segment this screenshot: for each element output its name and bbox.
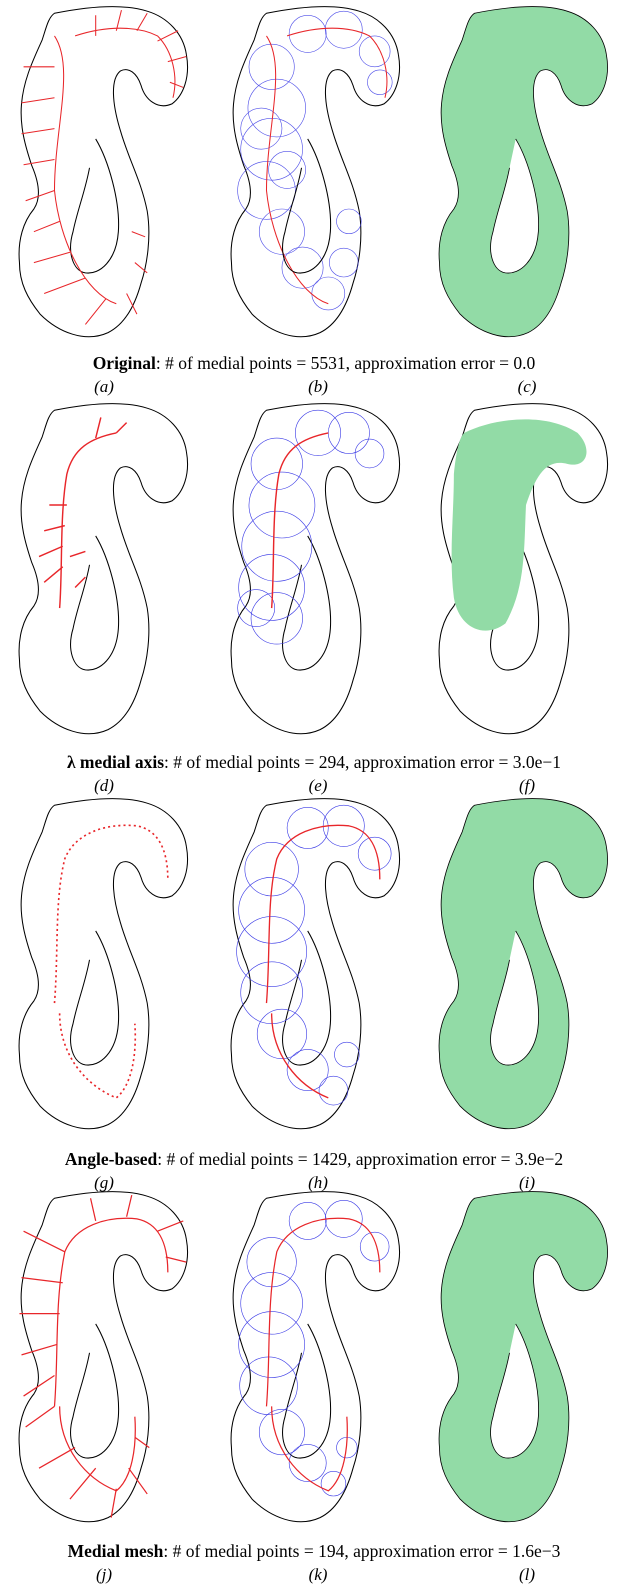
panel-b (220, 5, 416, 345)
sublabel-a: (a) (74, 377, 134, 397)
method-name: Original (93, 353, 156, 373)
method-name: Angle-based (65, 1149, 157, 1169)
panel-i (428, 797, 624, 1137)
seahorse-reconstruction-mesh (428, 1190, 624, 1530)
caption-mesh: Medial mesh: # of medial points = 194, a… (0, 1541, 628, 1562)
panel-j (8, 1190, 204, 1530)
panel-e (220, 402, 416, 742)
panel-h (220, 797, 416, 1137)
caption-text: : # of medial points = 294, approximatio… (164, 752, 561, 772)
sublabel-k: (k) (288, 1565, 348, 1585)
caption-text: : # of medial points = 1429, approximati… (157, 1149, 563, 1169)
sublabel-d: (d) (74, 776, 134, 796)
caption-original: Original: # of medial points = 5531, app… (0, 353, 628, 374)
method-name: λ medial axis (67, 752, 164, 772)
seahorse-reconstruction-lambda (428, 402, 624, 742)
seahorse-disks-original (220, 5, 416, 345)
panel-k (220, 1190, 416, 1530)
seahorse-disks-angle (220, 797, 416, 1137)
sublabel-c: (c) (497, 377, 557, 397)
seahorse-reconstruction-original (428, 5, 624, 345)
panel-c (428, 5, 624, 345)
sublabel-b: (b) (288, 377, 348, 397)
caption-text: : # of medial points = 194, approximatio… (163, 1541, 560, 1561)
sublabel-e: (e) (288, 776, 348, 796)
sublabel-f: (f) (497, 776, 557, 796)
sublabel-j: (j) (74, 1565, 134, 1585)
seahorse-medial-axis-angle (8, 797, 204, 1137)
seahorse-reconstruction-angle (428, 797, 624, 1137)
panel-f (428, 402, 624, 742)
panel-d (8, 402, 204, 742)
seahorse-disks-mesh (220, 1190, 416, 1530)
sublabel-l: (l) (497, 1565, 557, 1585)
panel-l (428, 1190, 624, 1530)
seahorse-disks-lambda (220, 402, 416, 742)
panel-g (8, 797, 204, 1137)
caption-angle: Angle-based: # of medial points = 1429, … (0, 1149, 628, 1170)
caption-lambda: λ medial axis: # of medial points = 294,… (0, 752, 628, 773)
method-name: Medial mesh (68, 1541, 164, 1561)
seahorse-medial-axis-lambda (8, 402, 204, 742)
panel-a (8, 5, 204, 345)
caption-text: : # of medial points = 5531, approximati… (156, 353, 535, 373)
seahorse-medial-axis-original (8, 5, 204, 345)
seahorse-medial-axis-mesh (8, 1190, 204, 1530)
